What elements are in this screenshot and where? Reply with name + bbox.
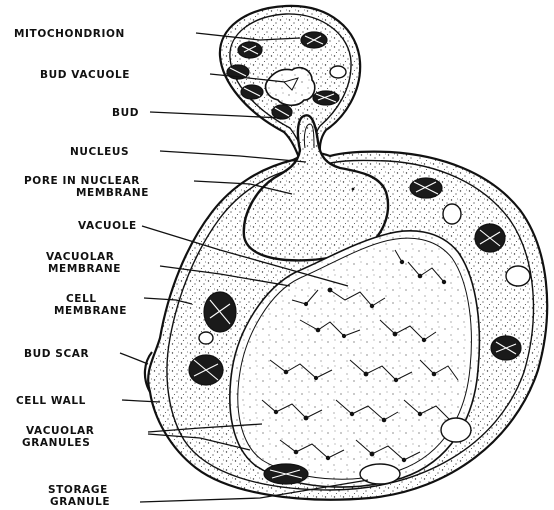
label-cell-membrane-line2: MEMBRANE: [54, 305, 127, 317]
label-pore-line2: MEMBRANE: [76, 187, 149, 199]
mitochondrion-icon: [272, 105, 292, 119]
mitochondrion-icon: [313, 91, 339, 105]
label-storage-line2: GRANULE: [50, 496, 110, 508]
leader-nucleus: [160, 151, 306, 162]
label-storage-line1: STORAGE: [48, 484, 108, 496]
label-mitochondrion: MITOCHONDRION: [14, 28, 125, 40]
mitochondrion-icon: [189, 355, 223, 385]
mitochondrion-icon: [475, 224, 505, 252]
leader-bud-scar: [120, 353, 148, 364]
mitochondrion-icon: [238, 42, 262, 58]
storage-granule: [330, 66, 346, 78]
mitochondrion-icon: [241, 85, 263, 99]
storage-granule: [506, 266, 530, 286]
label-vacuole: VACUOLE: [78, 220, 137, 232]
label-vacuolar-membrane-line2: MEMBRANE: [48, 263, 121, 275]
label-vacuolar-membrane-line1: VACUOLAR: [46, 251, 114, 263]
label-pore-line1: PORE IN NUCLEAR: [24, 175, 140, 187]
storage-granule: [360, 464, 400, 484]
label-bud: BUD: [112, 107, 139, 119]
label-bud-scar: BUD SCAR: [24, 348, 89, 360]
mitochondrion-icon: [410, 178, 442, 198]
bud: [220, 6, 360, 160]
label-vacuolar-granules-line1: VACUOLAR: [26, 425, 94, 437]
label-nucleus: NUCLEUS: [70, 146, 129, 158]
storage-granule: [443, 204, 461, 224]
mitochondrion-icon: [264, 464, 308, 484]
labels: MITOCHONDRION BUD VACUOLE BUD NUCLEUS PO…: [14, 28, 149, 508]
label-cell-wall: CELL WALL: [16, 395, 86, 407]
storage-granule: [199, 332, 213, 344]
mitochondrion-icon: [204, 292, 236, 332]
mitochondrion-icon: [491, 336, 521, 360]
mitochondrion-icon: [301, 32, 327, 48]
label-vacuolar-granules-line2: GRANULES: [22, 437, 90, 449]
storage-granule: [441, 418, 471, 442]
label-cell-membrane-line1: CELL: [66, 293, 97, 305]
label-bud-vacuole: BUD VACUOLE: [40, 69, 130, 81]
